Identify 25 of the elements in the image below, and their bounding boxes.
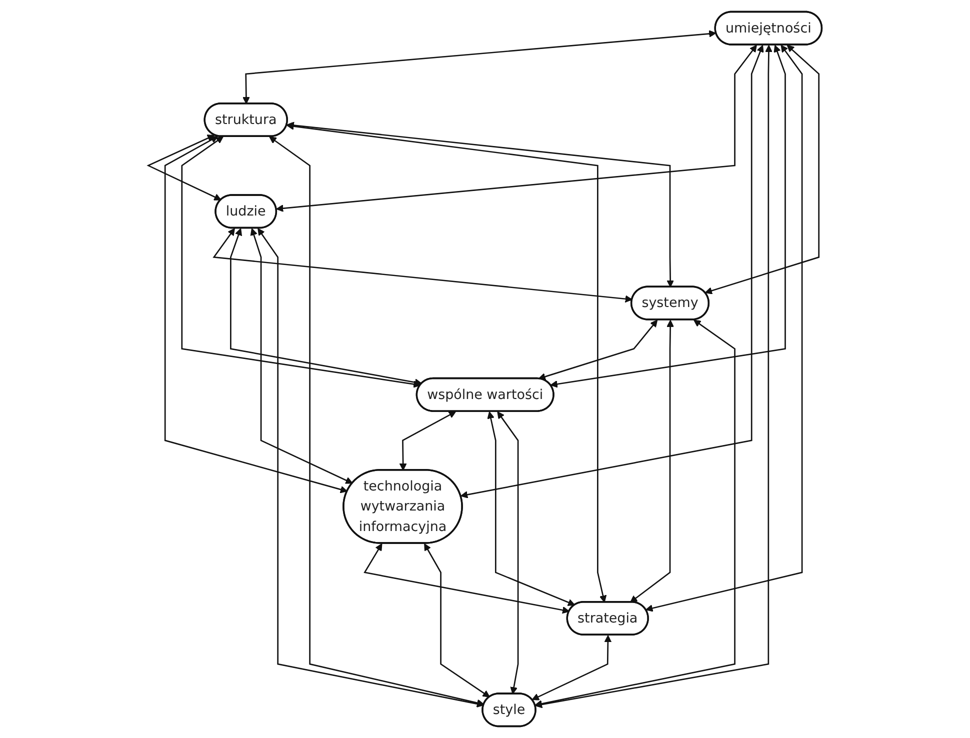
arrow [424,543,490,698]
arrow [364,543,570,614]
arrow [230,228,422,386]
arrow [534,320,736,708]
arrow [538,320,658,380]
arrow [146,134,222,200]
arrow [630,320,674,603]
arrow [487,411,576,606]
arrow [286,122,607,603]
arrow [646,44,803,612]
arrow [532,635,612,700]
arrow [534,44,772,708]
arrow [258,228,484,708]
arrow [242,30,716,104]
arrow [250,228,353,484]
arrow [550,44,786,388]
arrow [276,44,757,212]
arrow [399,411,456,471]
arrow [460,44,764,498]
arrow [164,136,348,494]
arrow [181,136,421,388]
arrow [497,411,519,694]
arrow [286,122,674,288]
arrow [212,228,633,303]
arrow [704,44,820,294]
